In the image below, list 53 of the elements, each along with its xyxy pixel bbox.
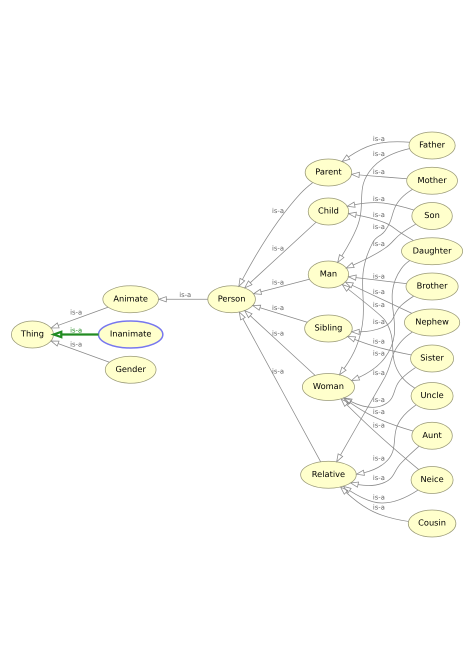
- arrow: [238, 182, 313, 287]
- arrow: [346, 336, 412, 355]
- arrow: [50, 330, 98, 338]
- arrow: [244, 221, 316, 288]
- node-ellipse: Parent: [304, 158, 352, 186]
- node-ellipse: Nephew: [404, 308, 460, 336]
- node-ellipse: Relative: [300, 460, 357, 488]
- arrow: [340, 486, 409, 522]
- arrow: [346, 201, 414, 210]
- node-ellipse: Sibling: [304, 314, 353, 342]
- arrow: [344, 281, 412, 314]
- node-ellipse: Inanimate: [98, 320, 164, 348]
- arrow: [336, 331, 413, 462]
- arrow: [347, 274, 407, 284]
- arrow: [342, 485, 418, 503]
- node-ellipse: Neice: [410, 466, 454, 494]
- arrow: [340, 398, 419, 470]
- node-ellipse: Aunt: [411, 421, 453, 450]
- arrow: [350, 260, 410, 380]
- arrow: [343, 366, 416, 408]
- arrow: [350, 445, 420, 488]
- node-ellipse: Woman: [302, 372, 355, 400]
- arrow: [341, 140, 410, 162]
- arrow: [350, 295, 414, 335]
- arrow: [158, 296, 208, 302]
- node-ellipse: Man: [308, 260, 350, 288]
- arrow: [342, 396, 414, 431]
- arrow: [244, 309, 316, 376]
- arrow: [238, 310, 321, 462]
- arrow: [347, 211, 414, 240]
- arrow: [350, 171, 408, 179]
- arrow: [338, 188, 413, 376]
- node-ellipse: Child: [308, 197, 350, 225]
- arrow: [50, 340, 110, 362]
- node-ellipse: Thing: [11, 320, 54, 348]
- node-ellipse: Son: [411, 202, 453, 230]
- node-ellipse: Daughter: [401, 236, 464, 265]
- node-ellipse: Mother: [406, 166, 458, 194]
- node-ellipse: Sister: [410, 344, 454, 372]
- arrow: [355, 404, 416, 476]
- arrow: [337, 148, 410, 263]
- node-ellipse: Person: [207, 284, 256, 313]
- arrow: [341, 283, 416, 388]
- node-ellipse: Father: [408, 131, 456, 159]
- arrow: [345, 223, 416, 268]
- node-ellipse: Uncle: [410, 382, 454, 410]
- arrow: [50, 306, 108, 328]
- node-ellipse: Animate: [102, 284, 159, 313]
- arrow: [252, 278, 310, 294]
- node-ellipse: Gender: [104, 355, 156, 384]
- node-ellipse: Brother: [406, 272, 459, 300]
- arrow: [252, 304, 308, 322]
- node-ellipse: Cousin: [408, 509, 456, 537]
